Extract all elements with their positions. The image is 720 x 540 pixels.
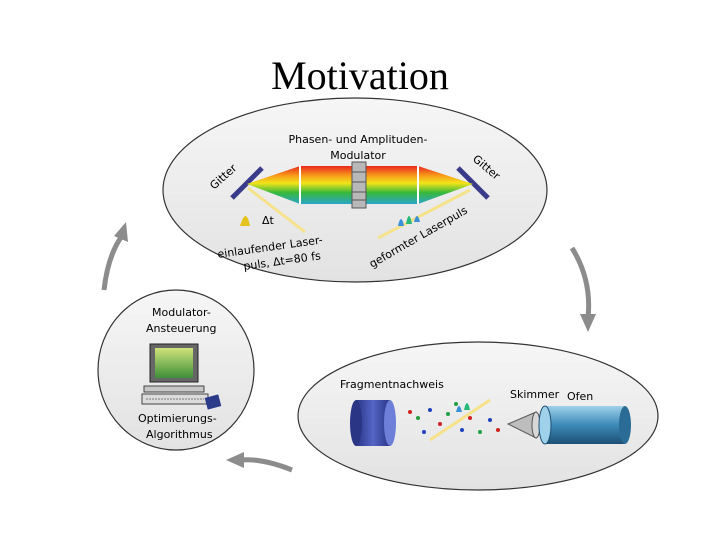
arrow-right-down bbox=[569, 246, 596, 332]
floppy-disk-icon bbox=[204, 394, 222, 410]
oven-label: Ofen bbox=[567, 390, 593, 403]
experiment-module: Fragmentnachweis Skimmer Ofen bbox=[297, 341, 659, 491]
control-footer-line2: Algorithmus bbox=[146, 428, 213, 441]
grating-left bbox=[230, 166, 264, 200]
modulator-element bbox=[351, 161, 367, 209]
skimmer-label: Skimmer bbox=[510, 388, 560, 401]
input-pulse-icon bbox=[240, 216, 250, 226]
skimmer-cone bbox=[506, 411, 541, 439]
computer-icon bbox=[141, 343, 209, 405]
interaction-pulse-icon bbox=[456, 403, 470, 412]
oven-cylinder bbox=[538, 405, 631, 445]
output-beam bbox=[377, 188, 471, 240]
arrow-bottom-left bbox=[226, 452, 293, 473]
laser-beam-interaction bbox=[429, 398, 491, 442]
control-module: Modulator- Ansteuerung Optimierungs- Alg… bbox=[97, 289, 255, 451]
control-heading-line1: Modulator- bbox=[152, 306, 211, 319]
pulse-width-tag: Δt bbox=[262, 214, 275, 227]
molecular-fragments bbox=[408, 402, 500, 434]
control-footer-line1: Optimierungs- bbox=[138, 412, 217, 425]
pulse-shaper-module: Phasen- und Amplituden- Modulator Gitter… bbox=[162, 97, 548, 283]
detection-label: Fragmentnachweis bbox=[340, 378, 444, 391]
detector-cylinder bbox=[350, 400, 396, 446]
control-heading-line2: Ansteuerung bbox=[146, 322, 217, 335]
modulator-label-line2: Modulator bbox=[330, 149, 386, 162]
slide-title: Motivation bbox=[271, 53, 449, 98]
arrow-left-up bbox=[101, 222, 128, 291]
shaped-pulse-icon bbox=[398, 216, 420, 226]
experiment-ellipse bbox=[297, 341, 659, 491]
grating-right bbox=[456, 166, 490, 200]
modulator-label-line1: Phasen- und Amplituden- bbox=[288, 133, 427, 146]
input-beam bbox=[247, 186, 306, 234]
